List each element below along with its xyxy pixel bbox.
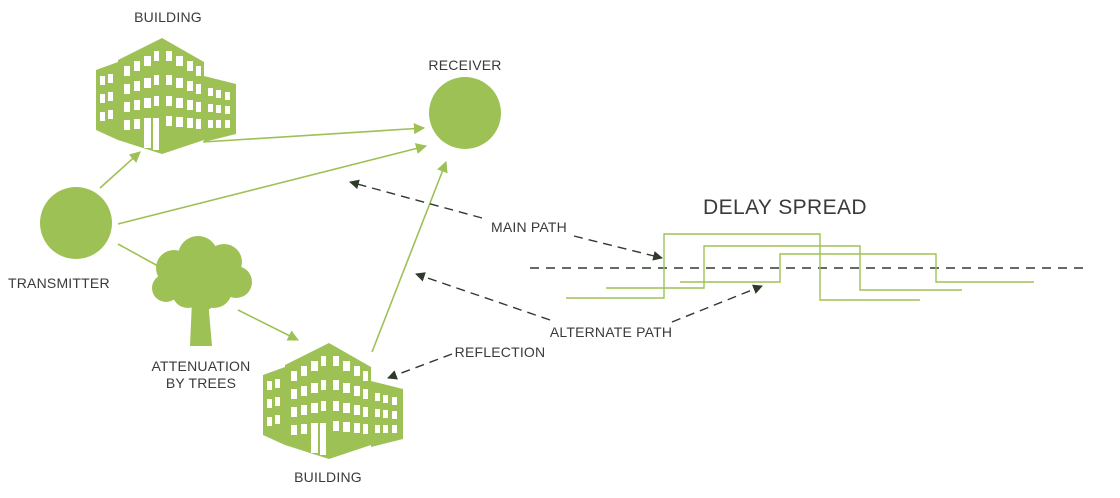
delay-pulse-1 (566, 233, 920, 301)
tx-to-building-arrow (99, 151, 141, 189)
tree-to-building-arrow (237, 309, 300, 341)
building-icon (263, 343, 403, 459)
attenuation-label-line1: ATTENUATION (151, 358, 251, 374)
receiver-node (429, 77, 501, 149)
alternate-path-arrow-left (415, 272, 551, 321)
reflection-arrow (387, 353, 453, 380)
alternate-path-label: ALTERNATE PATH (549, 324, 673, 340)
transmitter-label: TRANSMITTER (8, 275, 110, 291)
building-icon (96, 38, 236, 154)
delay-spread-title: DELAY SPREAD (703, 196, 867, 219)
main-path-label: MAIN PATH (491, 219, 567, 235)
building-to-receiver-reflect-arrow (371, 160, 448, 353)
receiver-label: RECEIVER (428, 57, 502, 73)
building-to-receiver-arrow (202, 123, 426, 143)
tx-to-tree-line (117, 243, 159, 267)
tx-to-receiver-arrow (117, 143, 428, 225)
alternate-path-arrow-right (671, 284, 763, 323)
attenuation-label-line2: BY TREES (165, 375, 237, 391)
reflection-label: REFLECTION (454, 344, 546, 360)
transmitter-node (40, 187, 112, 259)
delay-pulse-3 (680, 253, 1034, 283)
delay-pulse-2 (606, 245, 962, 291)
main-path-arrow-right (573, 235, 663, 261)
building-bottom-label: BUILDING (294, 469, 362, 485)
main-path-arrow-left (349, 179, 483, 219)
tree-icon (152, 236, 252, 346)
building-top-label: BUILDING (134, 9, 202, 25)
